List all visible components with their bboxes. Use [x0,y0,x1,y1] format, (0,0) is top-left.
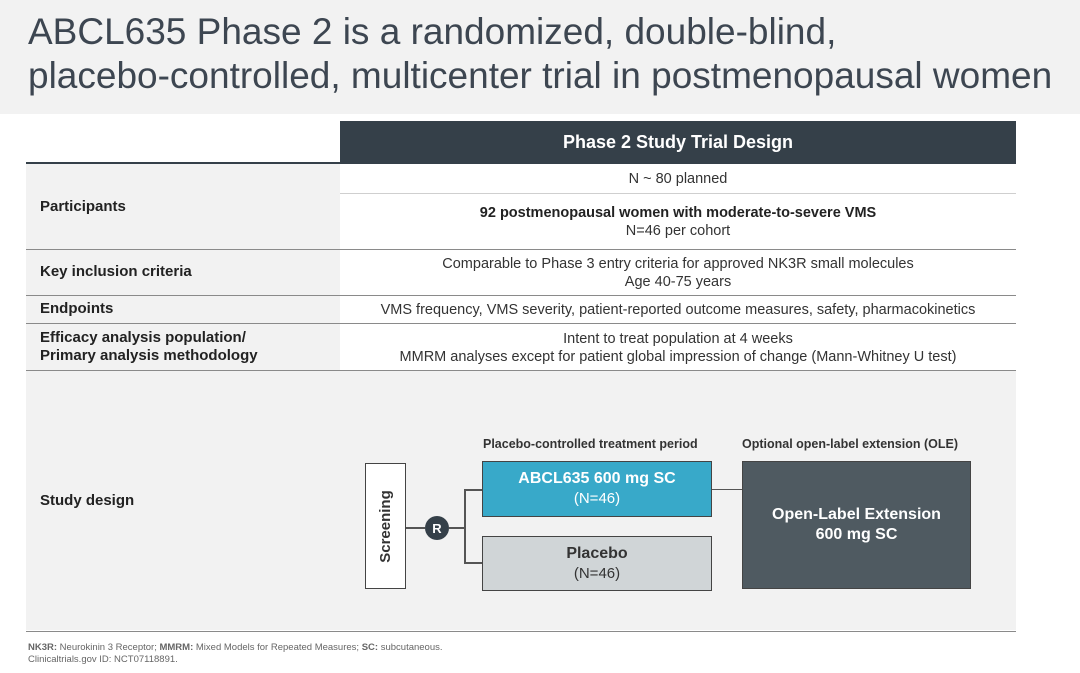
slide-title-line-2: placebo-controlled, multicenter trial in… [28,55,1053,96]
endpoints-label: Endpoints [40,300,114,317]
participants-enrolled-text: 92 postmenopausal women with moderate-to… [479,205,877,221]
randomization-marker: R [425,516,449,540]
connector-line [406,527,425,529]
screening-box: Screening [365,463,406,589]
ole-box: Open-Label Extension 600 mg SC [742,461,971,589]
connector-line [712,489,742,490]
participants-per-cohort: N=46 per cohort [625,223,731,239]
efficacy-label-line-2: Primary analysis methodology [40,347,258,364]
treatment-period-label: Placebo-controlled treatment period [483,437,698,451]
footnote-def: Neurokinin 3 Receptor; [57,642,160,653]
row-divider [26,370,1016,371]
participants-enrolled: 92 postmenopausal women with moderate-to… [340,204,1016,240]
placebo-arm-name: Placebo [566,544,628,562]
ole-box-line-2: 600 mg SC [815,526,898,543]
efficacy-value: Intent to treat population at 4 weeks MM… [340,330,1016,366]
footnote-trial-id: Clinicaltrials.gov ID: NCT07118891. [28,654,178,665]
table-bottom-rule [26,631,1016,632]
active-arm-box: ABCL635 600 mg SC (N=46) [482,461,712,517]
efficacy-label: Efficacy analysis population/ Primary an… [40,329,258,365]
row-divider [26,323,1016,324]
active-arm-n: (N=46) [573,490,621,507]
footnote-def: Mixed Models for Repeated Measures; [193,642,362,653]
efficacy-line-1: Intent to treat population at 4 weeks [563,331,793,347]
placebo-arm-n: (N=46) [573,564,621,582]
row-divider [26,249,1016,250]
footnote-def: subcutaneous. [378,642,443,653]
connector-line [464,489,466,564]
slide-title-line-1: ABCL635 Phase 2 is a randomized, double-… [28,11,837,52]
participants-label: Participants [40,198,126,215]
footnote-abbr: MMRM: [159,642,194,653]
ole-box-line-1: Open-Label Extension [772,506,941,523]
inclusion-value: Comparable to Phase 3 entry criteria for… [340,255,1016,291]
active-arm-name: ABCL635 600 mg SC [518,470,676,487]
inclusion-label: Key inclusion criteria [40,263,192,280]
participants-planned: N ~ 80 planned [628,171,728,187]
slide-title: ABCL635 Phase 2 is a randomized, double-… [28,10,1068,98]
connector-line [449,527,465,529]
table-header: Phase 2 Study Trial Design [340,121,1016,164]
row-divider [26,295,1016,296]
title-band: ABCL635 Phase 2 is a randomized, double-… [0,0,1080,114]
connector-line [464,562,482,564]
screening-label: Screening [377,489,394,563]
ole-period-label: Optional open-label extension (OLE) [742,437,958,451]
inclusion-line-1: Comparable to Phase 3 entry criteria for… [442,256,914,272]
footnote: NK3R: Neurokinin 3 Receptor; MMRM: Mixed… [28,642,443,666]
label-column-background [26,164,340,630]
footnote-abbr: SC: [361,642,379,653]
header-rule [26,162,340,164]
inclusion-line-2: Age 40-75 years [624,274,732,290]
footnote-abbreviations: NK3R: Neurokinin 3 Receptor; MMRM: Mixed… [28,642,443,654]
efficacy-line-2: MMRM analyses except for patient global … [399,349,957,365]
endpoints-value: VMS frequency, VMS severity, patient-rep… [380,302,976,318]
placebo-arm-box: Placebo (N=46) [482,536,712,591]
row-divider [340,193,1016,194]
study-design-label: Study design [40,492,135,509]
efficacy-label-line-1: Efficacy analysis population/ [40,329,246,346]
footnote-abbr: NK3R: [28,642,58,653]
connector-line [464,489,482,491]
